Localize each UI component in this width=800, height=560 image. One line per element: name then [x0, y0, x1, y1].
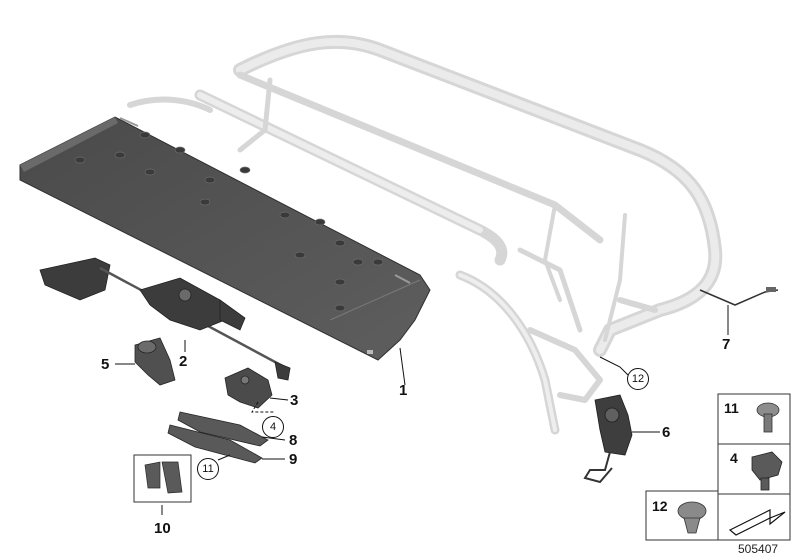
legend-clip-12 — [677, 501, 707, 534]
callout-3: 3 — [290, 392, 299, 409]
callout-7: 7 — [722, 336, 731, 353]
legend-label-12: 12 — [652, 498, 668, 514]
legend-bolt-4 — [751, 451, 783, 491]
bolt-leader-4 — [251, 401, 275, 413]
drive-motor — [134, 337, 176, 386]
legend-screw-11 — [756, 402, 780, 433]
release-cable — [699, 287, 779, 306]
callout-6: 6 — [662, 424, 671, 441]
callout-12-circled: 12 — [627, 368, 649, 390]
legend-label-11: 11 — [724, 400, 739, 416]
legend-label-4: 4 — [730, 450, 738, 466]
roof-frame-ghost — [127, 34, 723, 435]
callout-11-circled: 11 — [197, 458, 219, 480]
hydraulic-actuator — [583, 394, 633, 484]
callout-8: 8 — [289, 432, 298, 449]
cover-fastener-dimples — [74, 131, 384, 312]
legend-box-11 — [717, 393, 791, 445]
hinge-bracket — [224, 367, 273, 409]
latch-plates — [167, 411, 269, 464]
callout-4-circled: 4 — [262, 416, 284, 438]
callout-leader-lines — [115, 305, 729, 515]
callout-10: 10 — [154, 520, 171, 537]
document-number: 505407 — [738, 542, 779, 556]
callout-2: 2 — [179, 353, 188, 370]
seal-kit-parts — [144, 461, 183, 494]
callout-1: 1 — [399, 382, 408, 399]
callout-9: 9 — [289, 451, 298, 468]
fastener-legend — [645, 393, 791, 541]
tonneau-cover-panel — [19, 116, 431, 361]
seal-kit-box — [133, 454, 192, 503]
legend-arrow-icon — [728, 509, 786, 536]
drive-linkage-assembly — [39, 257, 291, 381]
callout-5: 5 — [101, 356, 110, 373]
